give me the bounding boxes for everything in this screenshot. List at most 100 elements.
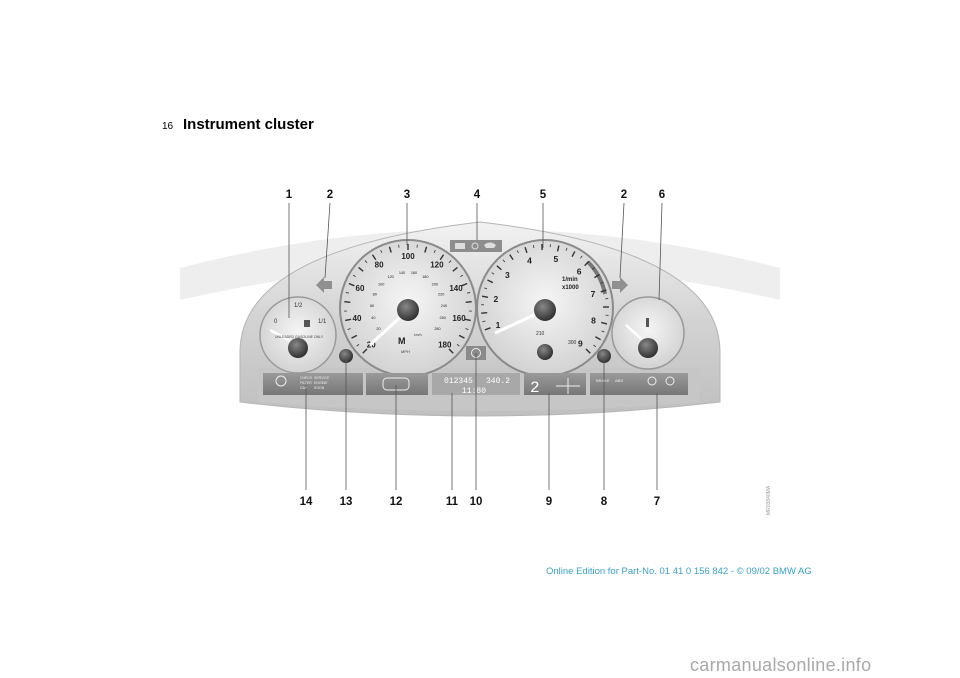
tach-9: 9 — [578, 338, 583, 348]
speed-tick — [347, 328, 351, 330]
tach-tick — [491, 272, 495, 275]
callout-leaders — [288, 202, 663, 490]
callout-2-right: 2 — [620, 189, 628, 201]
speed-mph-60: 60 — [356, 284, 365, 293]
msg-engine: ENGINE — [314, 381, 328, 385]
speed-tick — [351, 334, 358, 339]
speed-tick — [380, 249, 383, 254]
oil-can-icon — [484, 242, 496, 248]
gear-display — [524, 373, 586, 395]
speed-mph-180: 180 — [438, 341, 452, 350]
callout-7: 7 — [653, 496, 661, 508]
tire-pressure-icon — [647, 376, 657, 386]
battery-icon — [455, 243, 465, 249]
tach-tick — [580, 255, 583, 259]
page-title: Instrument cluster — [183, 116, 314, 133]
speed-kmh-260: 260 — [439, 316, 445, 320]
tach-tick — [601, 321, 608, 325]
temp-hub — [638, 338, 658, 358]
temperature-gauge — [611, 296, 685, 370]
tach-tick — [600, 281, 604, 284]
speed-tick — [348, 282, 355, 287]
tach-tick — [592, 267, 595, 270]
economy-hub — [537, 344, 553, 360]
tach-5: 5 — [553, 254, 558, 264]
speed-tick — [388, 246, 392, 253]
callout-5: 5 — [539, 189, 547, 201]
image-code: MR03840MA — [766, 485, 772, 515]
tach-tick — [481, 295, 489, 298]
callout-8: 8 — [600, 496, 608, 508]
abs-label: ABS — [615, 378, 623, 383]
tach-tick — [594, 273, 600, 279]
speed-unit-mph: MPH — [401, 349, 410, 354]
speed-hub — [397, 299, 419, 321]
tach-tick — [484, 287, 488, 290]
tach-unit-1: 1/min — [562, 277, 578, 283]
gear-value: 2 — [530, 379, 540, 397]
speed-tick — [424, 246, 428, 253]
callout-1: 1 — [285, 189, 293, 201]
speed-tick — [465, 301, 472, 304]
msg-cap: CAP — [300, 386, 308, 390]
tach-tick — [496, 265, 502, 271]
fuel-pump-icon — [304, 320, 310, 327]
brand-logo: M — [398, 336, 406, 346]
page-number: 16 — [162, 121, 174, 132]
tach-tick — [565, 247, 568, 251]
tach-tick — [502, 259, 506, 263]
callout-12: 12 — [389, 496, 403, 508]
tach-hub — [534, 299, 556, 321]
speed-tick — [371, 254, 377, 261]
coolant-icon — [646, 318, 649, 327]
speed-mph-120: 120 — [430, 261, 444, 270]
speed-kmh-80: 80 — [373, 292, 377, 296]
speed-tick — [452, 266, 458, 272]
speed-tick — [352, 274, 356, 277]
tach-redline — [586, 260, 607, 295]
speed-kmh-40: 40 — [371, 316, 375, 320]
speed-tick — [362, 348, 368, 354]
door-display — [366, 373, 428, 395]
tach-tick — [487, 279, 494, 284]
speed-kmh-120: 120 — [387, 275, 393, 279]
speed-kmh-280: 280 — [434, 327, 440, 331]
turn-left-arrow-icon — [316, 277, 332, 293]
msg-soon: SOON — [314, 386, 325, 390]
tach-4: 4 — [527, 255, 532, 265]
speed-mph-100: 100 — [401, 252, 415, 261]
speed-tick — [461, 282, 468, 287]
left-warning-display — [263, 373, 363, 395]
speed-tick — [448, 260, 452, 264]
tach-tick — [595, 336, 601, 341]
tach-tick — [524, 246, 528, 254]
speed-kmh-220: 220 — [438, 292, 444, 296]
callout-6: 6 — [658, 189, 666, 201]
callout-3: 3 — [403, 189, 411, 201]
fog-light-icon — [275, 375, 287, 387]
callout-2-left: 2 — [326, 189, 334, 201]
trip-value: 340.2 — [486, 377, 510, 386]
speed-kmh-100: 100 — [378, 282, 384, 286]
watermark: carmanualsonline.info — [690, 655, 872, 675]
tach-tick — [509, 254, 514, 260]
tach-tick — [556, 245, 560, 252]
speed-tick — [460, 274, 464, 277]
footer-edition: Online Edition for Part-No. 01 41 0 156 … — [546, 566, 812, 577]
callout-13: 13 — [339, 496, 353, 508]
clock-value: 11:80 — [462, 387, 486, 396]
tach-3: 3 — [505, 270, 510, 280]
tach-7: 7 — [591, 289, 596, 299]
tach-8: 8 — [591, 315, 596, 325]
tach-tick — [484, 327, 491, 331]
econ-210: 210 — [536, 331, 545, 337]
tach-unit-2: x1000 — [562, 285, 579, 291]
speed-mph-140: 140 — [449, 284, 463, 293]
tach-tick — [593, 344, 597, 348]
tach-tick — [516, 250, 519, 254]
speed-kmh-200: 200 — [432, 282, 438, 286]
speed-tick — [344, 301, 351, 304]
odometer-value: 012345 — [444, 377, 473, 386]
speed-tick — [345, 292, 349, 294]
